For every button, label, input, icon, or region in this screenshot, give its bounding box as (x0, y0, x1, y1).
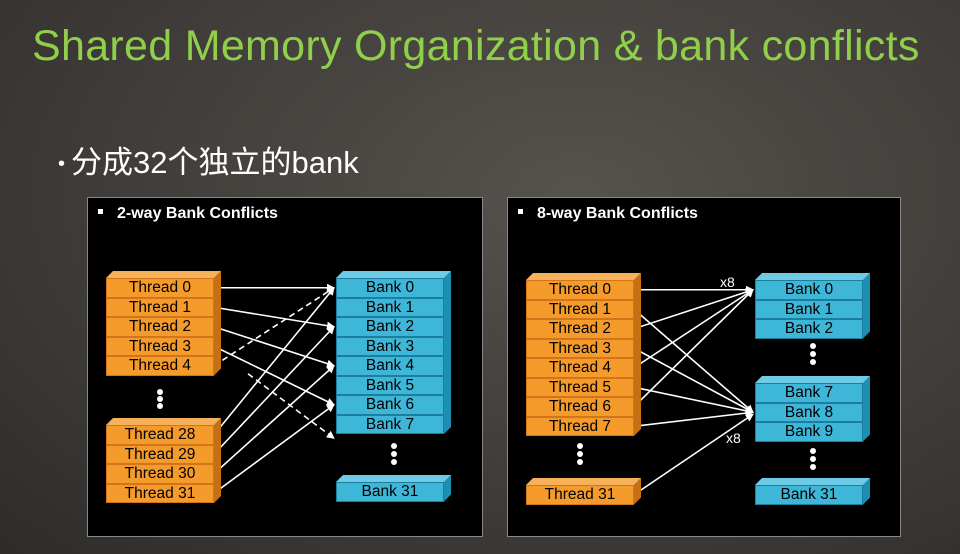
bank-box-top-face (755, 273, 870, 280)
ellipsis-dot-icon (157, 396, 163, 402)
thread-box: Thread 31 (526, 485, 634, 505)
bank-box-top-face (336, 271, 451, 278)
ellipsis-dot-icon (391, 451, 397, 457)
thread-box: Thread 3 (106, 336, 214, 356)
bank-box: Bank 2 (755, 319, 863, 339)
ellipsis-dot-icon (810, 456, 816, 462)
thread-box: Thread 3 (526, 338, 634, 358)
bank-box-side-face (863, 478, 870, 505)
thread-box-top-face (106, 271, 221, 278)
panel-8way-title-text: 8-way Bank Conflicts (537, 205, 698, 222)
slide-title: Shared Memory Organization & bank confli… (32, 22, 920, 70)
bank-box-top-face (336, 475, 451, 482)
panel-2way-title-text: 2-way Bank Conflicts (117, 205, 278, 222)
bank-box-side-face (863, 376, 870, 442)
thread-box: Thread 0 (526, 280, 634, 300)
x8-label-top: x8 (720, 274, 735, 290)
thread-box: Thread 0 (106, 278, 214, 298)
bullet-label: 分成32个独立的bank (71, 145, 359, 180)
bank-box: Bank 7 (336, 414, 444, 434)
ellipsis-dot-icon (810, 448, 816, 454)
bank-box-top-face (755, 376, 870, 383)
bank-box: Bank 5 (336, 375, 444, 395)
bullet-text: •分成32个独立的bank (58, 137, 359, 182)
bank-box: Bank 6 (336, 395, 444, 415)
bank-box: Bank 8 (755, 402, 863, 422)
panel-8way-title: 8-way Bank Conflicts (518, 205, 698, 223)
bank-box-top-face (755, 478, 870, 485)
bank-box: Bank 31 (755, 485, 863, 505)
thread-box: Thread 1 (106, 297, 214, 317)
thread-box-top-face (106, 418, 221, 425)
thread-box: Thread 1 (526, 299, 634, 319)
thread-box-side-face (214, 418, 221, 503)
bank-box-side-face (863, 273, 870, 339)
ellipsis-dot-icon (157, 403, 163, 409)
bank-box: Bank 4 (336, 356, 444, 376)
square-bullet-icon (518, 209, 523, 215)
ellipsis-dot-icon (577, 451, 583, 457)
thread-box-top-face (526, 273, 641, 280)
thread-box-side-face (214, 271, 221, 376)
ellipsis-dot-icon (810, 359, 816, 365)
bank-box: Bank 7 (755, 383, 863, 403)
ellipsis-dot-icon (577, 459, 583, 465)
panel-2way-title: 2-way Bank Conflicts (98, 205, 278, 223)
thread-box: Thread 31 (106, 483, 214, 503)
bank-box-side-face (444, 475, 451, 502)
ellipsis-dot-icon (157, 389, 163, 395)
thread-box: Thread 2 (106, 317, 214, 337)
ellipsis-dot-icon (577, 443, 583, 449)
thread-box-top-face (526, 478, 641, 485)
thread-box: Thread 4 (526, 358, 634, 378)
bank-box: Bank 9 (755, 422, 863, 442)
square-bullet-icon (98, 209, 103, 215)
bullet-dot-icon: • (58, 153, 66, 176)
thread-box: Thread 6 (526, 397, 634, 417)
ellipsis-dots (157, 389, 397, 465)
thread-box-side-face (634, 273, 641, 436)
thread-box: Thread 2 (526, 319, 634, 339)
ellipsis-dot-icon (391, 443, 397, 449)
thread-box: Thread 29 (106, 444, 214, 464)
ellipsis-dot-icon (810, 343, 816, 349)
thread-box: Thread 30 (106, 464, 214, 484)
bank-box: Bank 3 (336, 336, 444, 356)
ellipsis-dots (577, 343, 816, 470)
thread-box: Thread 28 (106, 425, 214, 445)
bank-box: Bank 1 (336, 297, 444, 317)
bank-box: Bank 31 (336, 482, 444, 502)
bank-box: Bank 0 (336, 278, 444, 298)
ellipsis-dot-icon (810, 351, 816, 357)
ellipsis-dot-icon (810, 464, 816, 470)
bank-box: Bank 1 (755, 299, 863, 319)
x8-label-bottom: x8 (726, 430, 741, 446)
thread-box: Thread 7 (526, 416, 634, 436)
bank-box: Bank 2 (336, 317, 444, 337)
bank-box: Bank 0 (755, 280, 863, 300)
thread-box: Thread 4 (106, 356, 214, 376)
ellipsis-dot-icon (391, 459, 397, 465)
thread-box-side-face (634, 478, 641, 505)
bank-box-side-face (444, 271, 451, 434)
thread-box: Thread 5 (526, 377, 634, 397)
